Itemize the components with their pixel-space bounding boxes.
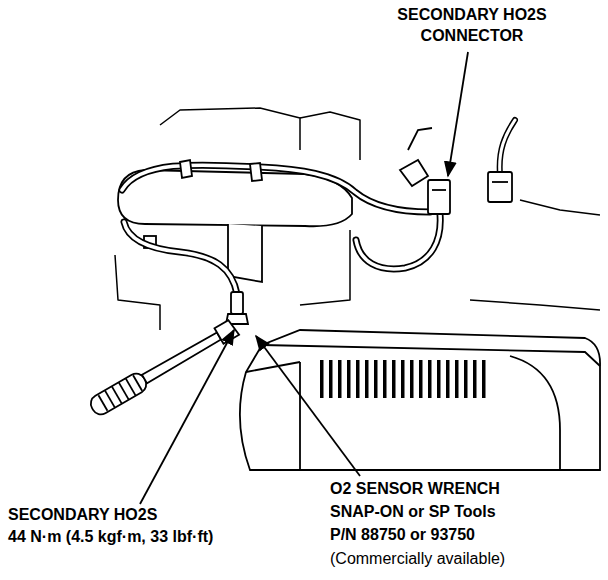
harness-clips: [180, 128, 432, 186]
callout-label: 44 N·m (4.5 kgf·m, 33 lbf·ft): [6, 528, 215, 546]
callout-label: SECONDARY HO2S: [395, 6, 548, 24]
callout-label: CONNECTOR: [419, 27, 526, 45]
heat-shield-fins: [320, 360, 486, 398]
crossmember: [118, 170, 352, 282]
oxygen-sensor: [226, 292, 248, 324]
wire-harness: [122, 120, 515, 294]
callout-label: P/N 88750 or 93750: [328, 526, 477, 544]
catalytic-converter: [240, 330, 600, 470]
body-panel: [115, 108, 600, 330]
callout-label: SECONDARY HO2S: [6, 506, 159, 524]
leader-line: [140, 52, 468, 504]
sensor-wrench: [88, 318, 240, 417]
callout-label: O2 SENSOR WRENCH: [328, 480, 502, 498]
connector-symbol: [428, 172, 512, 214]
callout-label: (Commercially available): [328, 550, 507, 568]
callout-label: SNAP-ON or SP Tools: [328, 503, 498, 521]
